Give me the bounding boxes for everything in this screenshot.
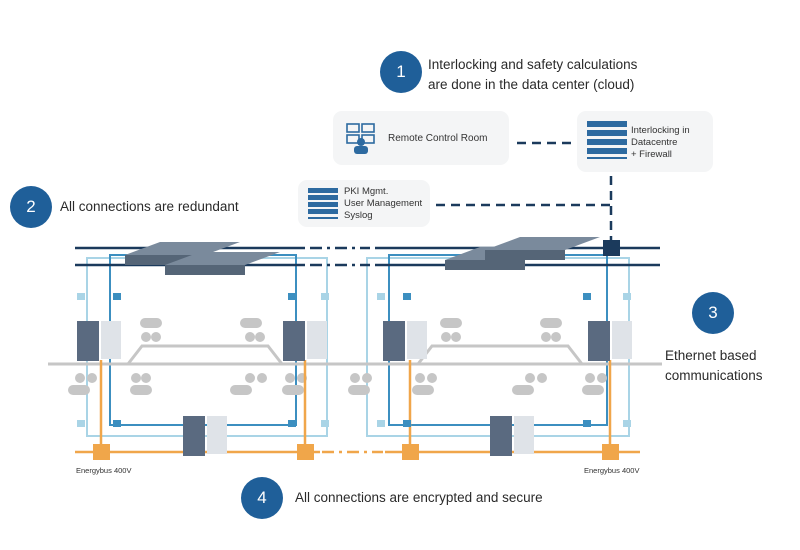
step-4-text: All connections are encrypted and secure <box>295 490 543 505</box>
step-1-line-2: are done in the data center (cloud) <box>428 77 635 92</box>
step-1-text: Interlocking and safety calculations are … <box>428 55 637 95</box>
rack-switches <box>125 237 600 275</box>
server-rack-icon <box>587 121 627 159</box>
ring-inner-left <box>109 254 297 426</box>
pki-line-1: PKI Mgmt. <box>344 186 389 197</box>
pki-line-3: Syslog <box>344 210 373 221</box>
energybus-nodes <box>93 444 619 460</box>
step-2-badge: 2 <box>10 186 52 228</box>
step-3-badge: 3 <box>692 292 734 334</box>
remote-control-room-label: Remote Control Room <box>388 133 488 144</box>
server-rack-icon <box>308 188 338 219</box>
field-switches <box>77 321 632 456</box>
datacentre-line-1: Interlocking in <box>631 125 690 136</box>
datacentre-line-3: + Firewall <box>631 149 672 160</box>
signals <box>68 318 607 395</box>
datacentre-line-2: Datacentre <box>631 137 678 148</box>
energybus-label-right: Energybus 400V <box>584 466 640 475</box>
step-1-line-1: Interlocking and safety calculations <box>428 57 638 72</box>
operator-monitors-icon <box>346 123 375 154</box>
firewall-node <box>603 240 620 256</box>
step-3-line-1: Ethernet based <box>665 348 757 363</box>
energybus-label-left: Energybus 400V <box>76 466 132 475</box>
step-1-badge: 1 <box>380 51 422 93</box>
remote-control-room-node: Remote Control Room <box>333 111 509 165</box>
pki-line-2: User Management <box>344 198 423 209</box>
step-3-text: Ethernet based communications <box>665 346 763 386</box>
step-3-line-2: communications <box>665 368 763 383</box>
step-4-badge: 4 <box>241 477 283 519</box>
railway-track <box>48 344 662 366</box>
lock-icons <box>77 293 631 427</box>
step-2-text: All connections are redundant <box>60 199 239 214</box>
